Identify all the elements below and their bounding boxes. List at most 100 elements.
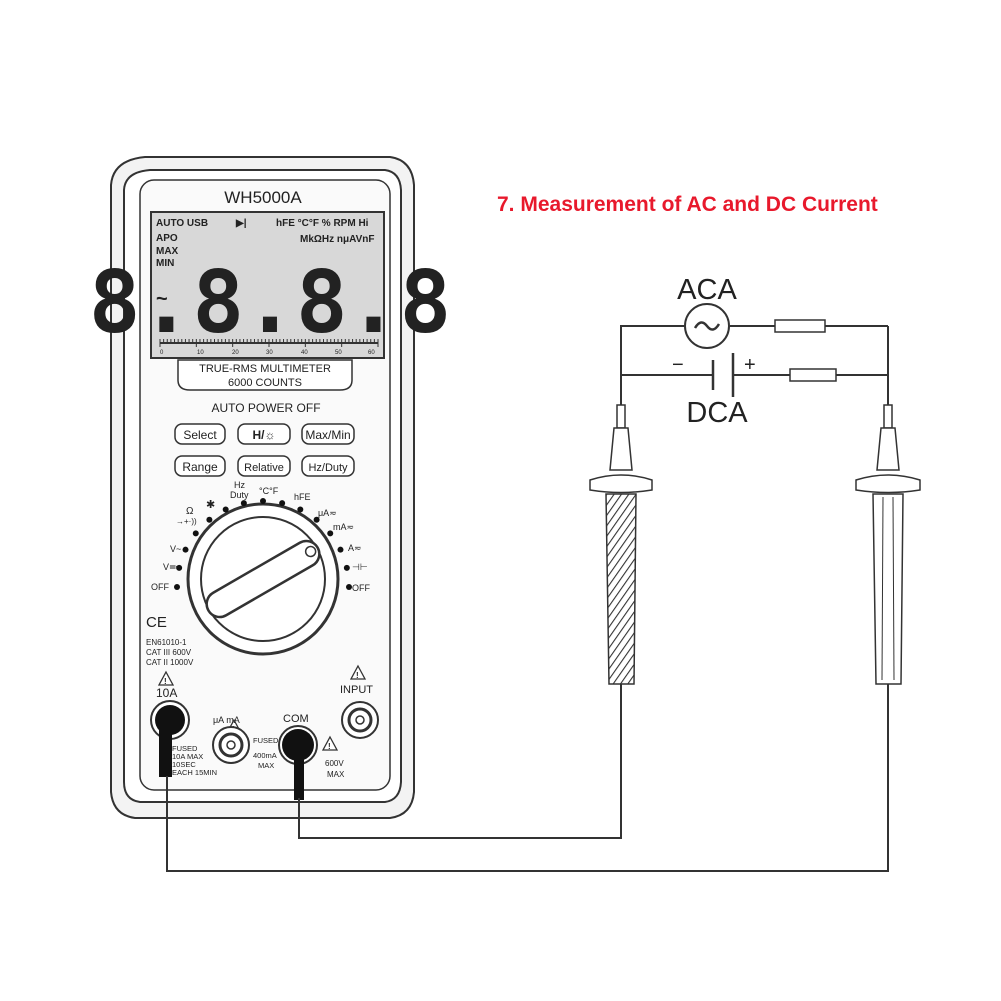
terminal-ua-ma-notes: FUSED 400mA MAX [253,736,279,770]
lcd-scale-labels: 0 10 20 30 40 50 60 [160,350,375,356]
probe-left[interactable] [589,383,653,685]
svg-text:!: ! [356,671,359,680]
jack-input[interactable] [341,701,379,739]
ce-mark: CE [146,614,167,631]
jack-ua-ma[interactable] [212,726,250,764]
model-name: WH5000A [224,188,302,207]
range-button-label: Range [182,460,218,474]
dial-label-diode: ✱ [206,499,215,511]
terminal-com-label: COM [283,713,309,725]
probe-right[interactable] [855,383,921,685]
dial-label-hz: Hz [234,480,245,490]
auto-power-off-label: AUTO POWER OFF [211,401,320,415]
range-button[interactable]: Range [174,455,226,477]
circuit [620,325,889,388]
dial-label-ma: mA≂ [333,522,354,532]
lcd-ac-symbol: ~ [156,288,168,310]
dial-label-continuity: →+·)) [176,517,197,526]
circuit-top-wire [620,325,685,388]
note-line: 10A MAX [172,752,203,761]
scale-label: 40 [301,350,308,356]
lcd-max: MAX [156,246,179,257]
dial-label-ua: μA≂ [318,508,337,518]
scale-label: 60 [368,350,375,356]
terminal-10a-label: 10A [156,686,177,700]
terminal-10a-notes: FUSED 10A MAX 10SEC EACH 15MIN [172,744,217,777]
terminal-input-label: INPUT [340,684,373,696]
dial-position-dot [297,506,304,513]
dial-position-dot [279,500,286,507]
rotary-dial[interactable] [186,502,340,656]
dial-label-off-right: OFF [352,583,370,593]
standard-line-1: EN61010-1 [146,638,187,647]
lcd-digits: 8.8.8.8 [89,253,451,353]
scale-label: 30 [266,350,273,356]
scale-label: 50 [335,350,342,356]
label-plus: + [744,354,756,376]
lcd-top-units: hFE °C°F % RPM Hi [276,218,369,229]
resistor-top [774,319,826,333]
dial-label-ohm: Ω [186,506,194,517]
note-line: MAX [258,761,274,770]
wires [166,683,889,872]
wire-com-black [298,683,622,839]
dial-position-dot [313,516,320,523]
dial-position-dot [192,530,199,537]
hz-duty-button-label: Hz/Duty [308,462,348,474]
resistor-bottom [789,368,837,382]
hold-light-button[interactable]: H/☼ [237,423,291,445]
ac-source-icon [684,303,730,349]
label-aca: ACA [677,274,737,306]
dial-label-a: A≂ [348,543,362,553]
lcd-unit-row: MkΩHz nμAVnF [300,234,375,245]
dial-dots [174,498,352,590]
standard-line-3: CAT II 1000V [146,658,194,667]
note-line: MAX [327,770,345,779]
note-line: 400mA [253,751,277,760]
hz-duty-button[interactable]: Hz/Duty [301,455,355,477]
diagram-title: 7. Measurement of AC and DC Current [497,193,878,216]
dial-position-dot [240,500,247,507]
subtitle-plate [177,359,353,391]
meter-subtitle-rms: TRUE-RMS MULTIMETER [199,363,331,375]
select-button-label: Select [183,428,217,442]
dial-labels: Hz Duty °C°F hFE ✱ Ω →+·)) μA≂ mA≂ A≂ ⊣⊢… [151,480,370,593]
dial-position-dot [222,506,229,513]
relative-button-label: Relative [244,462,284,474]
relative-button[interactable]: Relative [237,455,291,477]
dial-label-temp: °C°F [259,486,279,496]
dial-label-duty: Duty [230,490,249,500]
note-line: FUSED [253,736,279,745]
terminal-ua-ma-label: μA mA [213,715,240,725]
svg-text:!: ! [328,742,331,751]
select-button[interactable]: Select [174,423,226,445]
standard-line-2: CAT III 600V [146,648,192,657]
dial-position-dot [260,498,266,504]
dial-position-dot [337,546,344,553]
label-minus: − [672,354,684,376]
lcd-apo: APO [156,233,178,244]
dial-label-off-left: OFF [151,582,169,592]
dial-position-dot [206,516,213,523]
jack-com[interactable] [278,725,318,765]
max-min-button[interactable]: Max/Min [301,423,355,445]
dial-label-hfe: hFE [294,492,311,502]
dial-label-capacitance: ⊣⊢ [352,562,368,572]
plug-com-stem [294,752,304,800]
dial-pointer [205,539,321,619]
scale-label: 20 [232,350,239,356]
note-line: 10SEC [172,760,196,769]
dial-position-dot [327,530,334,537]
label-dca: DCA [686,397,748,429]
dial-label-vdc: V≕ [163,562,178,572]
meter-subtitle-counts: 6000 COUNTS [228,377,302,389]
lcd-diode-symbol: ▶| [235,218,247,229]
dial-label-vac: V~ [170,544,181,554]
dial-position-dot [346,584,352,590]
lcd-auto-usb: AUTO USB [156,218,208,229]
scale-label: 0 [160,350,164,356]
note-line: 600V [325,759,344,768]
max-min-button-label: Max/Min [305,428,350,442]
note-line: FUSED [172,744,198,753]
lcd-min: MIN [156,258,174,269]
